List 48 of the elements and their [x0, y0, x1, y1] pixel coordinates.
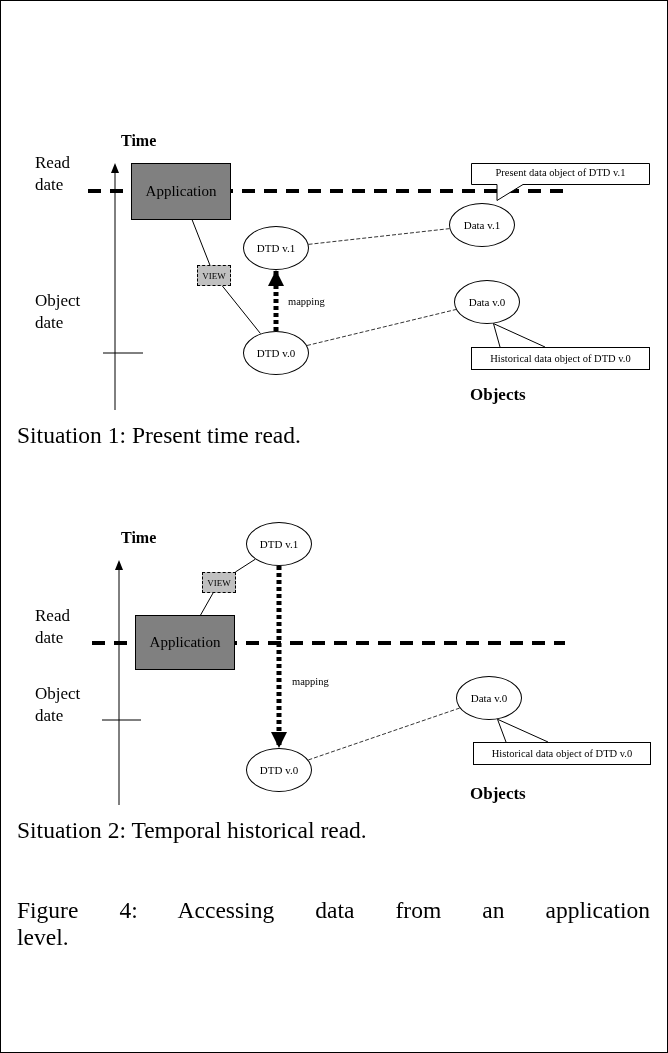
- node-label: DTD v.0: [256, 347, 296, 359]
- node-label: DTD v.1: [256, 242, 296, 254]
- connector-line: [221, 285, 261, 335]
- node-label: Data v.1: [463, 219, 501, 231]
- text-label: Object date: [35, 290, 82, 334]
- text-label: Time: [121, 132, 157, 150]
- node-label: DTD v.1: [259, 538, 299, 550]
- ellipse-node: [243, 331, 309, 375]
- figure-caption: Figure 4: Accessing data from an application level.: [17, 897, 650, 951]
- application-box: [131, 163, 231, 220]
- connector-line: [191, 219, 211, 266]
- node-label: Data v.0: [468, 296, 506, 308]
- leader-line: [492, 323, 546, 348]
- connector-line: [308, 228, 450, 245]
- node-label: Application: [145, 183, 217, 200]
- node-label: Present data object of DTD v.1: [495, 167, 626, 178]
- arrow: [271, 566, 287, 748]
- leader-line: [497, 718, 549, 743]
- edge-label: mapping: [288, 296, 325, 307]
- text-label: Time: [121, 529, 157, 547]
- text-label: Object date: [35, 683, 82, 727]
- node-label: VIEW: [207, 577, 231, 588]
- connector-line: [200, 592, 214, 616]
- text-label: Situation 2: Temporal historical read.: [17, 817, 367, 844]
- node-label: Historical data object of DTD v.0: [491, 748, 633, 759]
- edge-label: mapping: [292, 676, 329, 687]
- callout-box: [471, 163, 650, 201]
- node-label: Application: [149, 634, 221, 651]
- node-label: DTD v.0: [259, 764, 299, 776]
- node-label: VIEW: [202, 270, 226, 281]
- text-label: Read date: [35, 605, 71, 649]
- connector-line: [234, 558, 256, 573]
- arrow: [268, 270, 284, 331]
- view-box: [197, 265, 231, 286]
- ellipse-node: [449, 203, 515, 247]
- connector-line: [307, 707, 461, 761]
- view-box: [202, 572, 236, 593]
- ellipse-node: [243, 226, 309, 270]
- ellipse-node: [246, 748, 312, 792]
- text-label: Objects: [470, 385, 526, 405]
- text-label: Situation 1: Present time read.: [17, 422, 301, 449]
- text-label: Read date: [35, 152, 71, 196]
- node-label: Historical data object of DTD v.0: [490, 353, 631, 364]
- ellipse-node: [246, 522, 312, 566]
- application-box: [135, 615, 235, 670]
- text-label: Objects: [470, 784, 526, 804]
- node-label: Data v.0: [470, 692, 508, 704]
- connector-line: [306, 309, 457, 346]
